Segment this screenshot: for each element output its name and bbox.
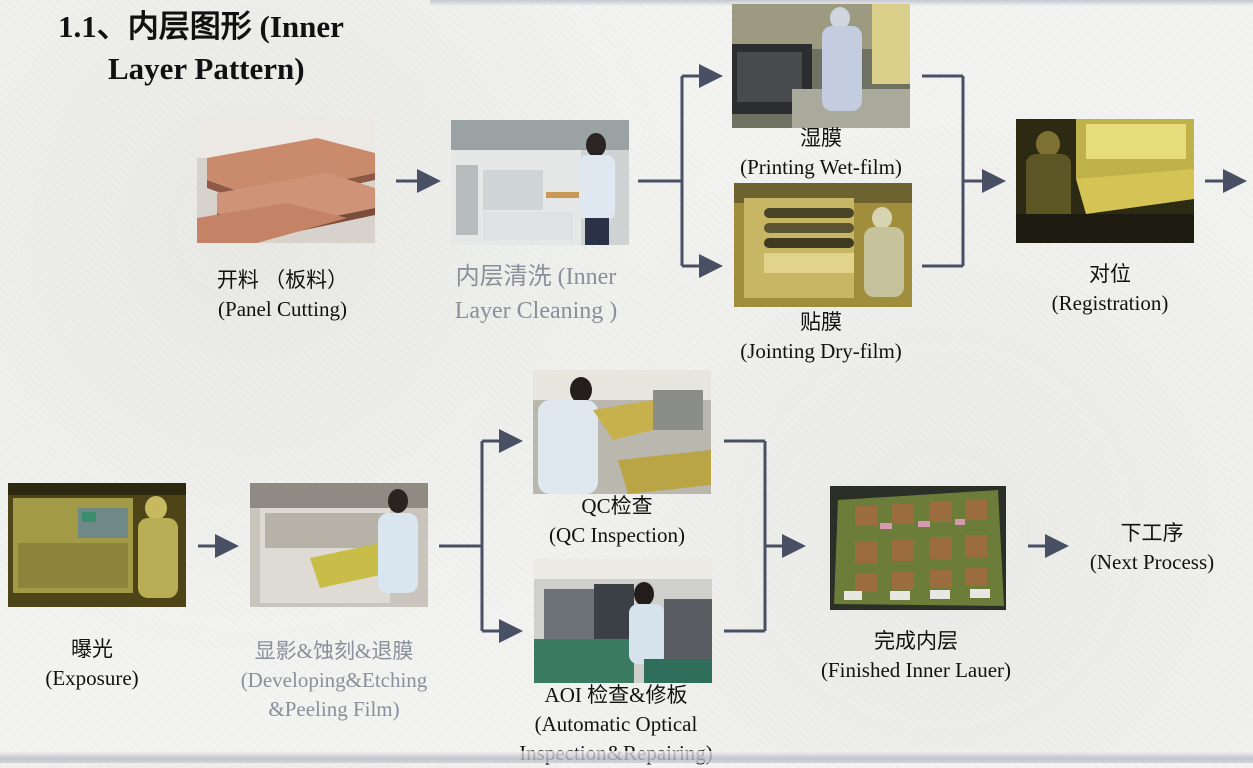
caption-registration: 对位 (Registration) — [1030, 260, 1190, 318]
caption-exposure-en: (Exposure) — [45, 666, 139, 690]
caption-exposure: 曝光 (Exposure) — [22, 635, 162, 693]
page-title: 1.1、内层图形 (Inner Layer Pattern) — [58, 6, 344, 90]
inner-cleaning-photo — [451, 120, 629, 245]
caption-inner-cleaning-en: Layer Cleaning ) — [454, 298, 618, 324]
aoi-inspection-photo — [534, 559, 712, 683]
caption-qc-zh: QC检查 — [581, 494, 653, 518]
registration-photo — [1016, 119, 1194, 243]
caption-finished-zh: 完成内层 — [874, 629, 958, 653]
caption-finished-en: (Finished Inner Lauer) — [820, 658, 1012, 682]
caption-next-process-zh: 下工序 — [1120, 521, 1184, 545]
caption-registration-en: (Registration) — [1051, 291, 1169, 315]
caption-exposure-zh: 曝光 — [71, 637, 113, 661]
caption-dry-film-en: (Jointing Dry-film) — [740, 339, 902, 363]
caption-aoi-en1: (Automatic Optical — [534, 712, 698, 736]
caption-registration-zh: 对位 — [1089, 262, 1131, 286]
caption-dry-film: 贴膜 (Jointing Dry-film) — [716, 308, 926, 366]
wet-film-photo — [732, 4, 910, 128]
caption-wet-film: 湿膜 (Printing Wet-film) — [716, 124, 926, 182]
caption-panel-cutting: 开料 （板料） (Panel Cutting) — [200, 266, 365, 324]
caption-wet-film-zh: 湿膜 — [800, 126, 842, 150]
finished-inner-layer-photo — [830, 486, 1006, 610]
developing-etching-photo — [250, 483, 428, 607]
caption-inner-cleaning: 内层清洗 (Inner Layer Cleaning ) — [432, 260, 640, 328]
title-line-1: 1.1、内层图形 (Inner — [58, 9, 344, 44]
caption-aoi-zh: AOI 检查&修板 — [544, 683, 688, 707]
panel-cutting-photo — [197, 118, 375, 243]
caption-panel-cutting-zh: 开料 （板料） — [216, 268, 349, 292]
caption-dev-etch-peel-en1: (Developing&Etching — [240, 668, 428, 692]
caption-dev-etch-peel-zh: 显影&蚀刻&退膜 — [254, 639, 414, 663]
dry-film-photo — [734, 183, 912, 307]
top-decoration — [430, 0, 1253, 6]
caption-panel-cutting-en: (Panel Cutting) — [218, 297, 347, 321]
caption-wet-film-en: (Printing Wet-film) — [740, 155, 902, 179]
caption-qc-en: (QC Inspection) — [549, 523, 685, 547]
qc-inspection-photo — [533, 370, 711, 494]
title-line-2: Layer Pattern) — [108, 51, 305, 86]
caption-finished: 完成内层 (Finished Inner Lauer) — [800, 627, 1032, 685]
caption-dry-film-zh: 贴膜 — [800, 310, 842, 334]
caption-dev-etch-peel-en2: &Peeling Film) — [268, 697, 400, 721]
exposure-photo — [8, 483, 186, 607]
bottom-decoration — [0, 751, 1253, 763]
caption-next-process: 下工序 (Next Process) — [1072, 519, 1232, 577]
caption-next-process-en: (Next Process) — [1089, 550, 1215, 574]
caption-dev-etch-peel: 显影&蚀刻&退膜 (Developing&Etching &Peeling Fi… — [218, 637, 450, 724]
caption-qc: QC检查 (QC Inspection) — [522, 492, 712, 550]
caption-inner-cleaning-zh: 内层清洗 (Inner — [455, 264, 617, 290]
